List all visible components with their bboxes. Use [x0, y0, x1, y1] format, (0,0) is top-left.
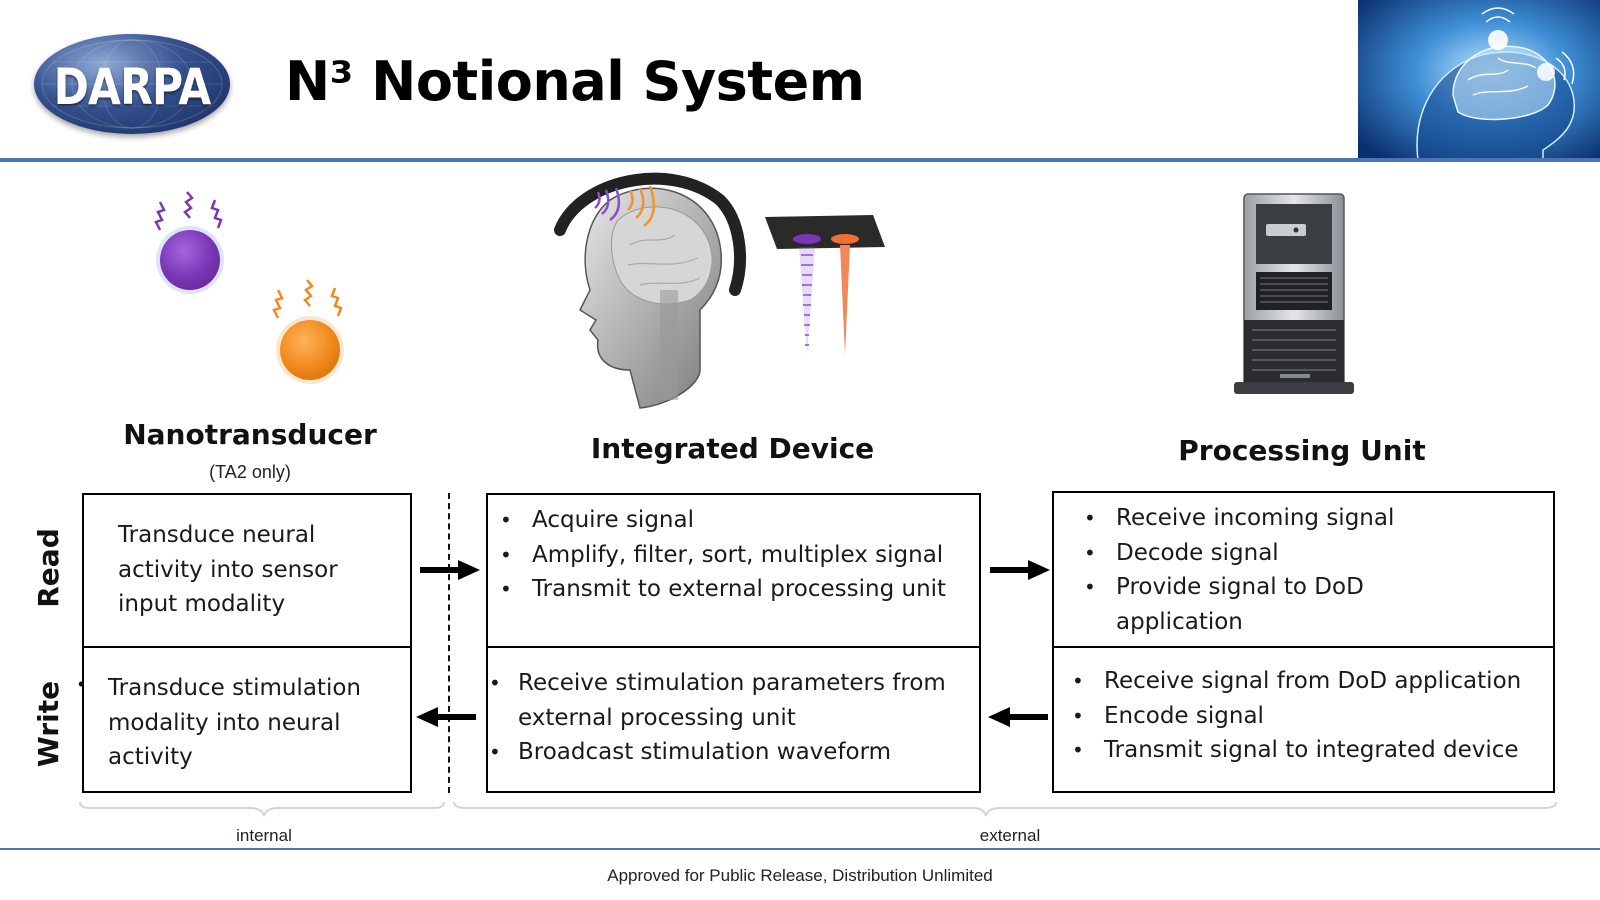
list-item: Transmit signal to integrated device: [1072, 733, 1552, 768]
nanotransducer-write-text: Transduce stimulation modality into neur…: [108, 671, 408, 775]
list-item-text: Provide signal to DoD: [1116, 574, 1364, 600]
row-label-read: Read: [32, 528, 65, 608]
stray-bullet: •: [78, 674, 85, 694]
nanotransducer-read-text: Transduce neural activity into sensor in…: [118, 518, 408, 622]
column-title-processing-unit: Processing Unit: [1178, 434, 1426, 467]
processing-unit-write-list: Receive signal from DoD application Enco…: [1072, 664, 1552, 768]
list-item-text: Receive incoming signal: [1116, 505, 1395, 531]
integrated-device-read-list: Acquire signal Amplify, filter, sort, mu…: [500, 503, 980, 607]
slide-title: N³ Notional System: [285, 50, 865, 113]
row-divider: [84, 646, 410, 648]
orange-wave-icon: [627, 185, 656, 227]
darpa-logo: DARPA: [34, 34, 230, 134]
arrow-right-icon: [990, 560, 1050, 580]
scope-label-external: external: [979, 826, 1041, 845]
list-item: • Receive incoming signal: [1084, 501, 1554, 536]
list-item-text: Receive stimulation parameters from: [518, 670, 946, 696]
orange-nanoparticle-icon: [272, 279, 344, 384]
purple-beam-icon: [799, 247, 815, 355]
list-item: Encode signal: [1072, 699, 1552, 734]
scope-brackets: [79, 801, 1557, 817]
list-item: Transmit to external processing unit: [500, 572, 980, 607]
list-item: Amplify, filter, sort, multiplex signal: [500, 538, 980, 573]
bullet-icon: •: [489, 671, 501, 695]
scope-label-internal: internal: [236, 826, 292, 845]
text-line: Transduce neural: [118, 522, 316, 548]
list-item: Receive signal from DoD application: [1072, 664, 1552, 699]
header-divider: [0, 158, 1600, 162]
list-item-text: Decode signal: [1116, 539, 1279, 566]
text-line: input modality: [118, 591, 286, 617]
bullet-icon: •: [1084, 575, 1096, 599]
text-line: Transduce stimulation: [108, 675, 361, 701]
text-line: activity: [108, 744, 193, 770]
arrow-left-icon: [988, 707, 1048, 727]
row-divider: [488, 646, 979, 648]
text-line: modality into neural: [108, 709, 341, 736]
nanotransducer-box: [82, 493, 412, 793]
nanoparticles-illustration: [154, 191, 344, 384]
head-with-device-illustration: [554, 172, 746, 409]
list-item-text: external processing unit: [518, 704, 796, 731]
globe-grid-icon: [41, 39, 223, 129]
vent-grille-top: [1256, 272, 1332, 310]
purple-wave-icon: [594, 187, 621, 222]
server-tower-illustration: [1234, 193, 1354, 394]
bullet-icon: •: [1084, 540, 1096, 565]
row-label-write: Write: [32, 680, 65, 768]
emitter-device-illustration: [765, 215, 885, 355]
column-title-integrated-device: Integrated Device: [590, 432, 875, 465]
brain-head-photo: [1358, 0, 1600, 161]
arrow-right-icon: [420, 560, 480, 580]
release-statement: Approved for Public Release, Distributio…: [607, 866, 993, 885]
column-subtitle-nanotransducer: (TA2 only): [209, 462, 291, 482]
orange-beam-icon: [840, 245, 850, 355]
arrow-left-icon: [416, 707, 476, 727]
list-item-text: application: [1116, 608, 1243, 635]
list-item: • Receive stimulation parameters from ex…: [489, 666, 979, 735]
footer-divider: [0, 848, 1600, 850]
integrated-device-write-list: • Receive stimulation parameters from ex…: [489, 666, 979, 770]
list-item: • Decode signal: [1084, 536, 1554, 571]
bullet-icon: •: [489, 740, 501, 764]
list-item: • Provide signal to DoD application: [1084, 570, 1554, 639]
list-item: • Broadcast stimulation waveform: [489, 735, 979, 770]
logo-text: DARPA: [53, 58, 212, 116]
slide-header: DARPA N³ Notional System: [0, 0, 1600, 161]
list-item-text: Broadcast stimulation waveform: [518, 739, 892, 765]
internal-external-boundary: [448, 493, 450, 793]
text-line: activity into sensor: [118, 556, 338, 583]
bullet-icon: •: [1084, 506, 1096, 530]
row-divider: [1054, 646, 1553, 648]
list-item: Acquire signal: [500, 503, 980, 538]
processing-unit-read-list: • Receive incoming signal • Decode signa…: [1084, 501, 1554, 639]
purple-nanoparticle-icon: [154, 191, 224, 294]
column-title-nanotransducer: Nanotransducer: [123, 418, 377, 451]
